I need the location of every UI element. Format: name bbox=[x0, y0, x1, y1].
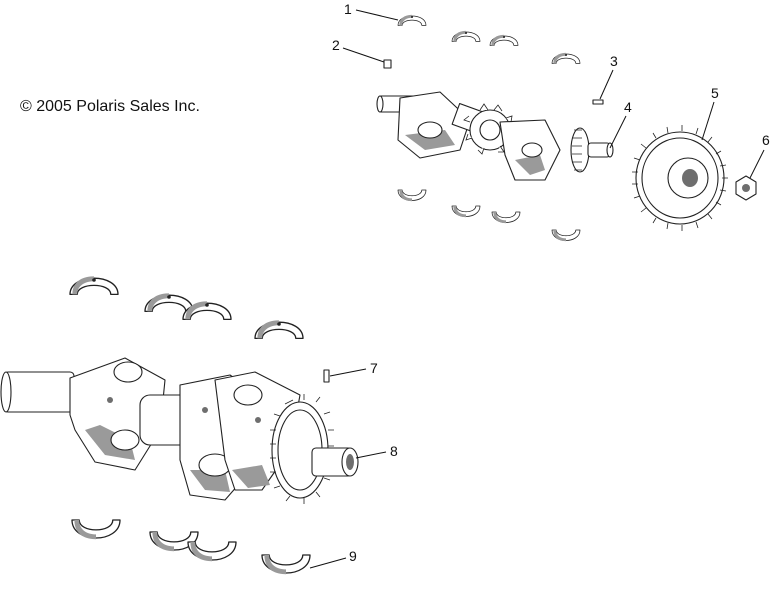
bearing-shell-lower-4 bbox=[551, 229, 581, 242]
callout-2: 2 bbox=[332, 37, 385, 63]
bearing-shell-lower-7 bbox=[187, 541, 237, 562]
bearing-shell-upper-6 bbox=[144, 292, 194, 313]
callout-3: 3 bbox=[599, 53, 618, 100]
callout-8: 8 bbox=[355, 443, 398, 459]
bearing-shell-upper-8 bbox=[254, 319, 304, 340]
callout-7: 7 bbox=[329, 360, 378, 377]
bearing-shell-upper-1 bbox=[397, 14, 427, 26]
bearing-shell-lower-3 bbox=[491, 211, 521, 224]
callout-1: 1 bbox=[344, 1, 399, 21]
woodruff-key bbox=[592, 99, 604, 105]
bearing-shell-upper-2 bbox=[451, 30, 481, 42]
svg-text:9: 9 bbox=[349, 548, 357, 564]
bearing-shell-upper-3 bbox=[489, 34, 519, 46]
svg-text:6: 6 bbox=[762, 132, 770, 148]
svg-text:1: 1 bbox=[344, 1, 352, 17]
bearing-shell-lower-1 bbox=[397, 189, 427, 202]
dowel-pin bbox=[323, 369, 330, 383]
bearing-shell-upper-5 bbox=[69, 275, 119, 296]
copyright-notice: © 2005 Polaris Sales Inc. bbox=[20, 98, 200, 115]
hex-nut bbox=[735, 175, 757, 201]
callout-9: 9 bbox=[309, 548, 357, 569]
bearing-shell-lower-5 bbox=[71, 519, 121, 540]
svg-text:4: 4 bbox=[624, 99, 632, 115]
crankshaft-lower bbox=[0, 357, 359, 504]
svg-text:8: 8 bbox=[390, 443, 398, 459]
cam-gear bbox=[632, 125, 728, 231]
bearing-shell-lower-2 bbox=[451, 205, 481, 218]
crankshaft-upper bbox=[376, 91, 614, 181]
callout-4: 4 bbox=[609, 99, 632, 149]
bearing-shell-upper-4 bbox=[551, 52, 581, 64]
svg-text:3: 3 bbox=[610, 53, 618, 69]
svg-text:7: 7 bbox=[370, 360, 378, 376]
callout-5: 5 bbox=[701, 85, 719, 141]
svg-text:2: 2 bbox=[332, 37, 340, 53]
svg-text:5: 5 bbox=[711, 85, 719, 101]
key-part bbox=[383, 59, 392, 69]
callout-6: 6 bbox=[749, 132, 770, 179]
bearing-shell-lower-8 bbox=[261, 554, 311, 575]
